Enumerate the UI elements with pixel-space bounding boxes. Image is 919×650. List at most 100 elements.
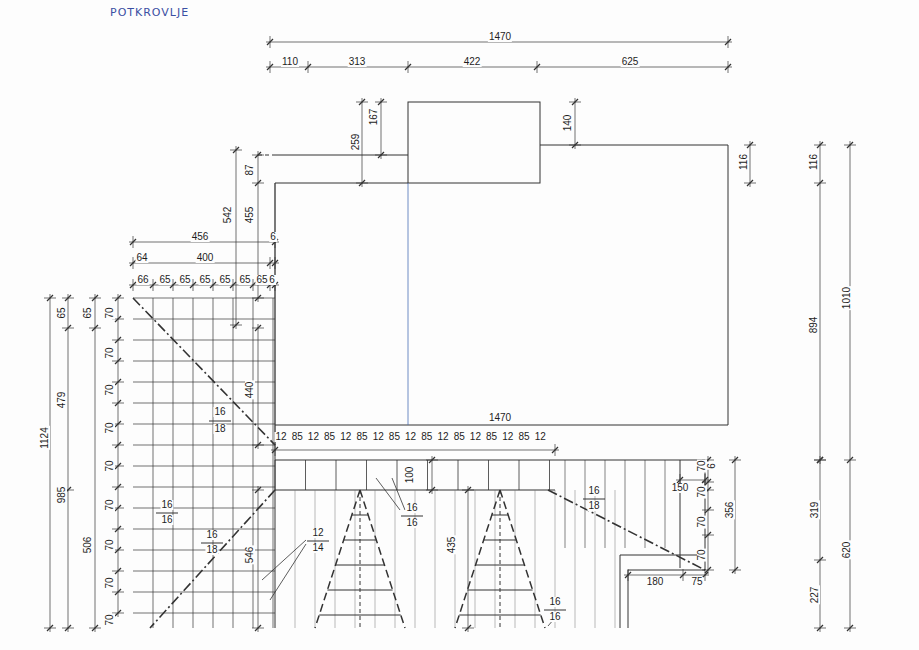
dimension-label: 422 <box>463 57 482 67</box>
plan-line <box>118 294 119 617</box>
plan-line <box>705 507 711 513</box>
plan-line <box>115 547 121 553</box>
plan-line <box>747 142 753 148</box>
dimension-label: 85 <box>388 432 401 442</box>
plan-line <box>133 613 275 614</box>
dimension-label: 70 <box>105 498 115 511</box>
plan-line <box>267 39 273 45</box>
plan-line <box>728 145 729 425</box>
plan-line <box>750 141 751 187</box>
plan-line <box>262 540 306 580</box>
plan-line <box>708 456 709 574</box>
plan-line <box>488 460 489 490</box>
plan-line <box>484 540 517 541</box>
plan-line <box>360 490 405 628</box>
plan-line <box>150 282 156 288</box>
plan-line <box>381 98 382 159</box>
plan-line <box>392 478 405 510</box>
plan-line <box>705 532 711 538</box>
dimension-label: 85 <box>355 432 368 442</box>
plan-line <box>467 590 532 591</box>
plan-line <box>115 379 121 385</box>
dimension-label: 259 <box>351 133 361 152</box>
plan-line <box>233 147 239 153</box>
plan-line <box>817 625 823 631</box>
dimension-label: 70 <box>105 538 115 551</box>
dimension-label: 150 <box>671 483 690 493</box>
plan-line <box>275 425 728 426</box>
plan-line <box>65 325 71 331</box>
plan-line <box>133 529 275 530</box>
plan-line <box>583 499 605 500</box>
dimension-label: 1470 <box>488 413 512 423</box>
dimension-label: 85 <box>420 432 433 442</box>
plan-line <box>548 490 705 570</box>
dimension-label: 167 <box>369 108 379 127</box>
plan-line <box>133 298 275 445</box>
plan-line <box>319 615 401 616</box>
dimension-label: 16 <box>160 515 173 525</box>
dimension-label: 70 <box>105 576 115 589</box>
plan-line <box>725 39 731 45</box>
dimension-label: 16 <box>405 503 418 513</box>
plan-line <box>476 565 525 566</box>
plan-line <box>500 490 501 628</box>
plan-line <box>115 484 121 490</box>
plan-line <box>585 460 586 548</box>
plan-line <box>395 490 396 628</box>
plan-line <box>495 490 496 628</box>
plan-line <box>133 340 275 341</box>
plan-line <box>253 298 254 628</box>
dimension-label: 70 <box>105 346 115 359</box>
plan-line <box>628 570 629 628</box>
plan-line <box>150 490 275 628</box>
plan-line <box>173 298 174 628</box>
dimension-label: 65 <box>255 275 268 285</box>
plan-line <box>133 466 275 467</box>
plan-line <box>397 460 398 490</box>
dimension-label: 16 <box>587 486 600 496</box>
plan-line <box>624 575 709 576</box>
plan-line <box>115 295 121 301</box>
plan-line <box>359 180 365 186</box>
dimension-label: 65 <box>238 275 251 285</box>
dimension-label: 65 <box>83 306 93 319</box>
plan-line <box>133 508 275 509</box>
plan-line <box>115 421 121 427</box>
dimension-label: 65 <box>158 275 171 285</box>
plan-line <box>307 541 329 542</box>
plan-line <box>429 457 435 463</box>
plan-line <box>455 490 456 628</box>
dimension-label: 85 <box>453 432 466 442</box>
plan-line <box>95 294 96 632</box>
plan-line <box>408 183 409 425</box>
plan-line <box>327 590 392 591</box>
plan-line <box>817 457 823 463</box>
plan-line <box>115 526 121 532</box>
dimension-label: 70 <box>105 306 115 319</box>
plan-line <box>492 515 508 516</box>
plan-line <box>315 490 316 628</box>
dimension-label: 12 <box>469 432 482 442</box>
plan-line <box>50 294 51 632</box>
plan-line <box>817 557 823 563</box>
plan-line <box>535 490 536 628</box>
dimension-label: 180 <box>646 577 665 587</box>
dimension-label: 16 <box>160 500 173 510</box>
dimension-label: 455 <box>245 206 255 225</box>
plan-line <box>575 98 576 149</box>
plan-line <box>115 568 121 574</box>
dimension-label: 1124 <box>40 426 50 450</box>
plan-line <box>565 460 566 548</box>
plan-line <box>534 64 540 70</box>
dimension-label: 100 <box>405 466 415 485</box>
dimension-label: 70 <box>697 548 707 561</box>
dormer-outline <box>408 102 540 183</box>
plan-line <box>475 490 476 628</box>
plan-line <box>820 456 821 632</box>
dimension-label: 12 <box>436 432 449 442</box>
dimension-label: 506 <box>83 536 93 555</box>
dimension-label: 116 <box>739 153 749 171</box>
plan-line <box>65 295 71 301</box>
